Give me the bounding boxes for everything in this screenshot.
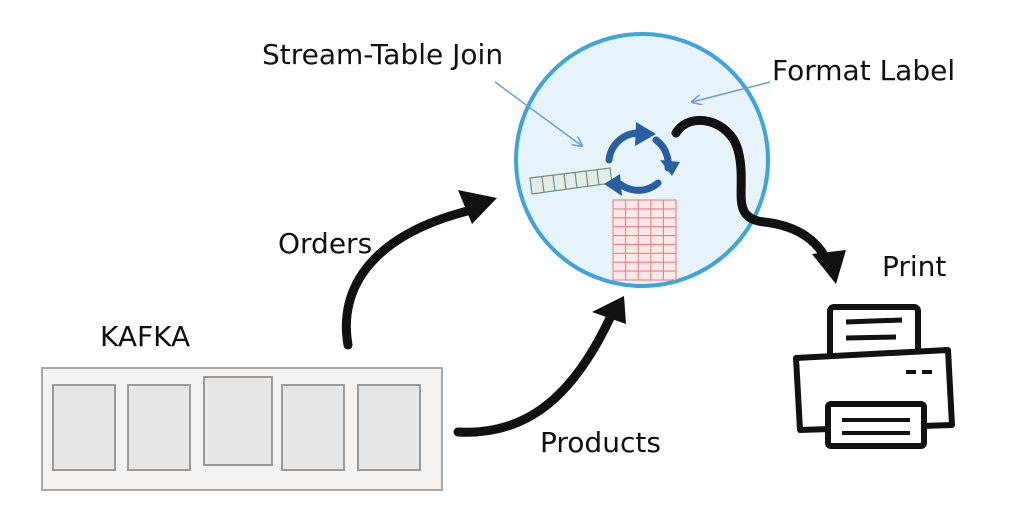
output-arrow xyxy=(671,115,846,284)
kafka-partition xyxy=(281,384,345,471)
format-label-label: Format Label xyxy=(772,54,955,87)
products-label: Products xyxy=(540,426,661,459)
kafka-log xyxy=(41,367,443,491)
orders-arrow xyxy=(341,190,497,350)
table-grid xyxy=(612,199,677,281)
print-label: Print xyxy=(882,250,946,283)
products-arrow xyxy=(453,296,626,437)
format-pointer-arrow xyxy=(692,81,771,102)
kafka-partition xyxy=(52,384,116,471)
kafka-partition xyxy=(203,376,273,466)
kafka-label: KAFKA xyxy=(100,320,190,353)
orders-label: Orders xyxy=(278,227,372,260)
kafka-partition xyxy=(127,384,191,471)
processor-circle xyxy=(514,32,770,288)
cycle-arrowheads xyxy=(604,122,680,196)
join-pointer-arrow xyxy=(494,81,582,146)
printer-icon xyxy=(793,304,955,449)
kafka-partition xyxy=(357,384,421,471)
stream-table-join-label: Stream-Table Join xyxy=(262,38,503,71)
